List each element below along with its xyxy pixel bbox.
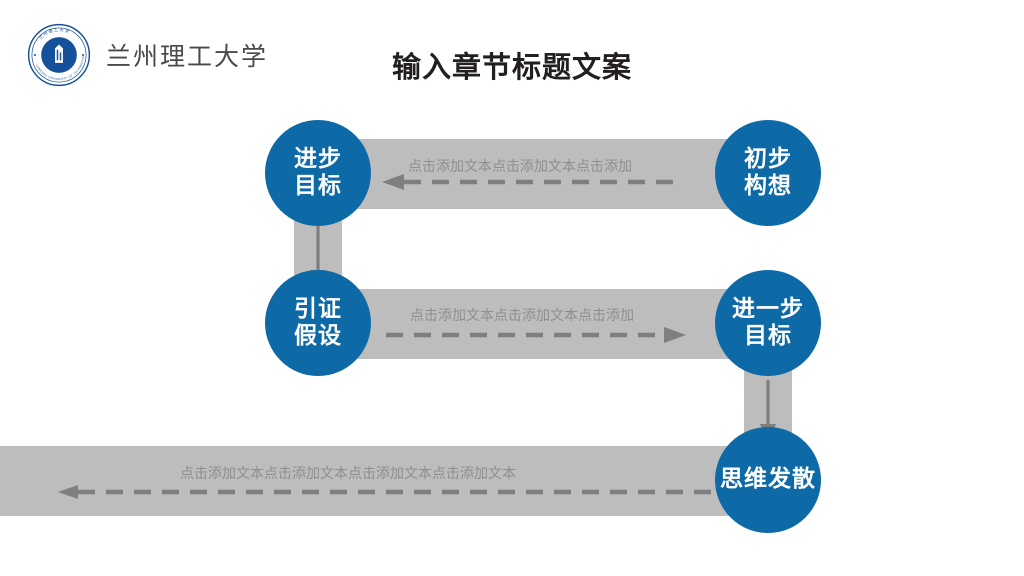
node-label-line: 进一步 [732,295,804,322]
node-label-line: 目标 [294,173,342,199]
node-yinzheng-jiashe[interactable]: 引证 假设 [265,270,371,376]
connector-top-label: 点击添加文本点击添加文本点击添加 [408,159,632,175]
connector-top-bar [300,139,734,209]
node-label-line: 目标 [744,323,792,349]
connector-middle-label: 点击添加文本点击添加文本点击添加 [410,308,634,324]
connector-middle-arrow-icon [386,327,686,343]
brand-name: 兰州理工大学 [106,42,269,71]
node-label-line: 假设 [294,323,342,349]
node-jinbu-mubiao[interactable]: 进步 目标 [265,120,371,226]
connector-middle-bar [300,289,734,359]
page-title: 输入章节标题文案 [391,50,632,84]
node-chubu-gouxiang[interactable]: 初步 构想 [715,120,821,226]
connector-bottom-bar [0,446,790,516]
node-label-line: 思维发散 [720,466,816,493]
node-siwei-fasan[interactable]: 思维发散 [715,427,821,533]
node-label-line: 引证 [294,295,342,322]
connector-top-arrow-icon [382,174,682,190]
university-seal-icon: 兰州理工大学 LANZHOU UNIVERSITY OF TECHNOLOGY [26,22,92,88]
brand-block: 兰州理工大学 LANZHOU UNIVERSITY OF TECHNOLOGY … [26,22,268,88]
connector-bottom-arrow-icon [58,485,748,499]
node-jinyibu-mubiao[interactable]: 进一步 目标 [715,270,821,376]
connector-bottom-label: 点击添加文本点击添加文本点击添加文本点击添加文本 [180,466,516,482]
node-label-line: 初步 [744,145,792,172]
node-label-line: 进步 [294,145,342,172]
node-label-line: 构想 [744,173,792,199]
